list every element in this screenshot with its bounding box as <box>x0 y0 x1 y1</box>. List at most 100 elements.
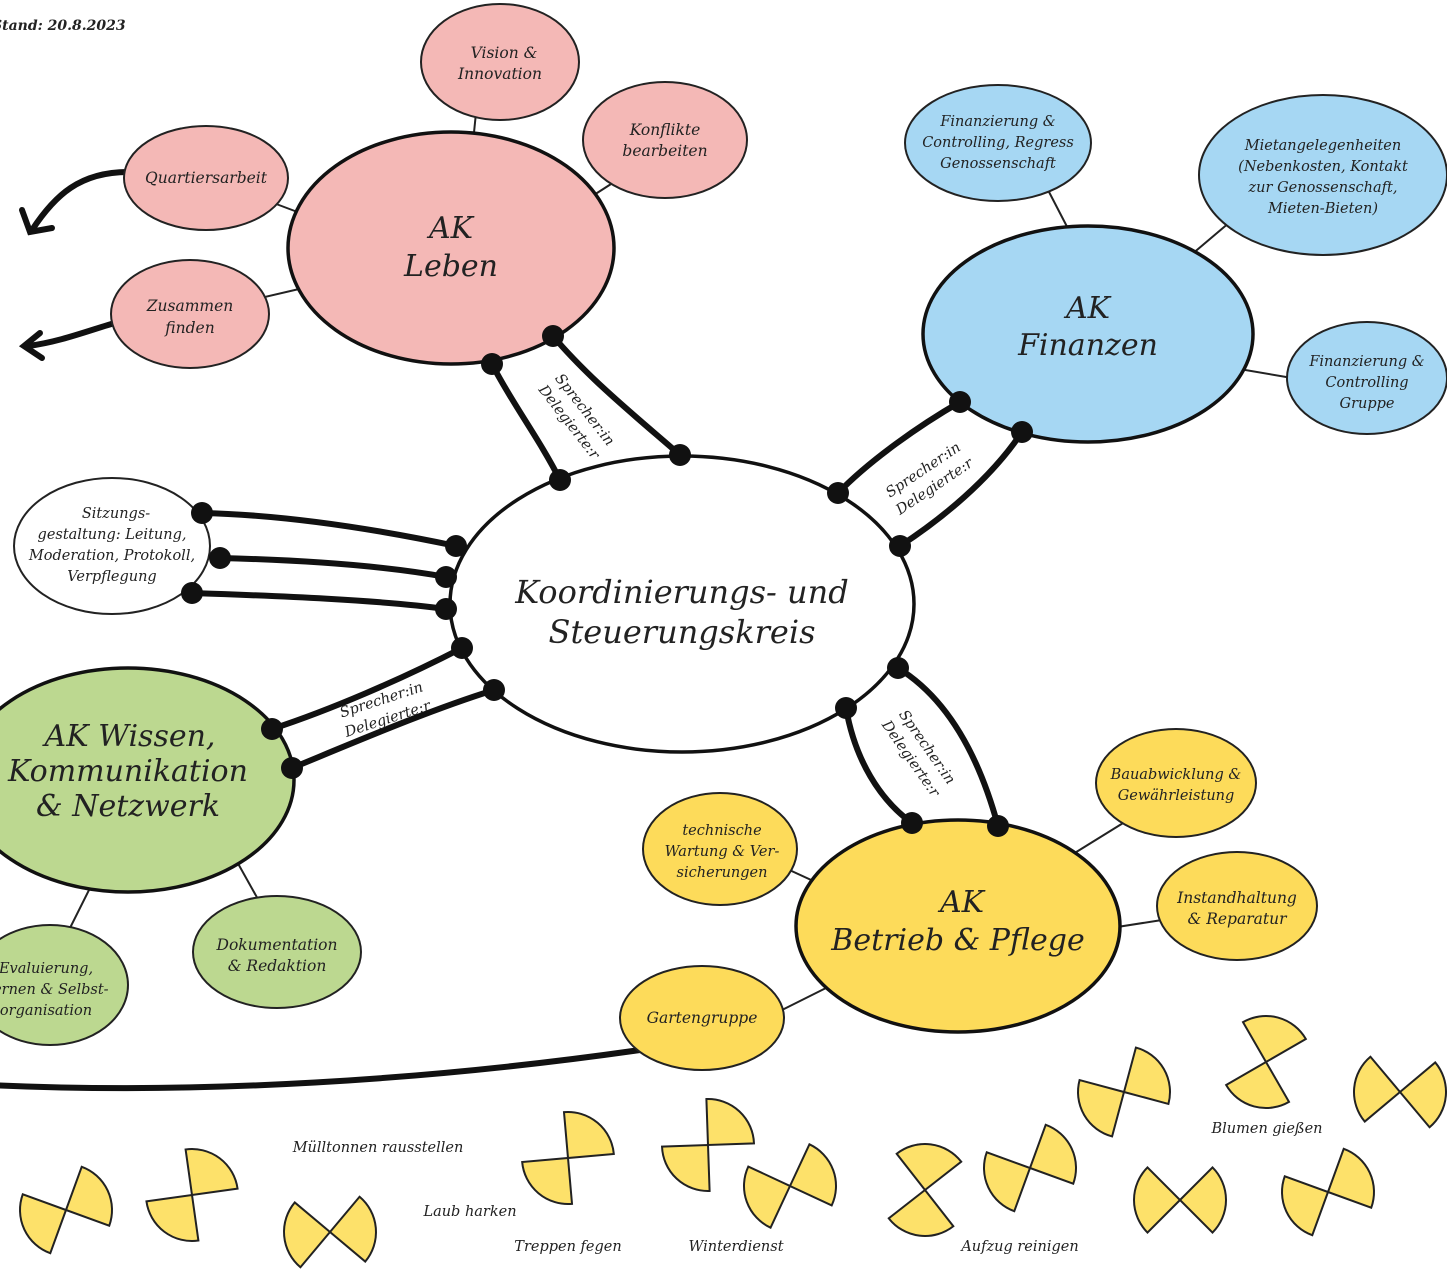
bowtie-9 <box>1066 1034 1182 1150</box>
ak-betrieb: AK Betrieb & Pflege technische Wartung &… <box>619 728 1318 1071</box>
sub-konflikte-line1: Konflikte <box>629 121 701 139</box>
sub-dokumentation <box>192 895 362 1009</box>
ak-wissen-title1: AK Wissen, <box>42 719 216 754</box>
task-laub: Laub harken <box>422 1204 516 1220</box>
bowtie-3 <box>264 1166 396 1273</box>
task-treppen: Treppen fegen <box>514 1239 621 1255</box>
garden-curve-line <box>0 1047 643 1092</box>
sub-technische-wartung <box>642 792 798 906</box>
sub-miet-line1: Mietangelegenheiten <box>1244 138 1401 154</box>
sub-tech-line2: Wartung & Ver- <box>665 844 780 860</box>
zusammen-arrow-head-icon <box>18 330 45 361</box>
ak-wissen-title3: & Netzwerk <box>36 789 220 824</box>
sub-zusammen-line2: finden <box>164 319 214 337</box>
sitzung-line2: gestaltung: Leitung, <box>38 527 187 543</box>
sub-bau-line1: Bauabwicklung & <box>1110 767 1242 783</box>
connector-wissen <box>269 645 497 771</box>
sitzung-line4: Verpflegung <box>67 569 156 585</box>
sub-zusammen-line1: Zusammen <box>146 297 234 315</box>
quartier-arrow-head-icon <box>19 207 55 236</box>
ak-betrieb-title1: AK <box>937 885 986 920</box>
zusammen-arrow-line <box>25 319 121 349</box>
sub-vision-innovation <box>420 3 580 121</box>
sub-vision-line1: Vision & <box>471 44 538 62</box>
joint-dots <box>181 325 1033 837</box>
bowtie-1 <box>6 1150 126 1270</box>
sub-bau-line2: Gewährleistung <box>1118 788 1235 804</box>
sub-instandhaltung <box>1156 851 1318 961</box>
ak-leben-circle <box>286 130 616 366</box>
sub-eval-line1: Evaluierung, <box>0 961 93 977</box>
sub-miet-line4: Mieten-Bieten) <box>1267 201 1378 217</box>
sub-fin-grp-line1: Finanzierung & <box>1308 354 1424 370</box>
task-winterdienst: Winterdienst <box>688 1239 783 1255</box>
sub-fin-grp-line3: Gruppe <box>1340 396 1395 412</box>
task-aufzug: Aufzug reinigen <box>959 1239 1078 1255</box>
ak-finanzen-circle <box>921 224 1255 444</box>
center-title-line2: Steuerungskreis <box>549 613 816 651</box>
sub-quartiersarbeit <box>123 125 289 231</box>
bowtie-11 <box>1334 1026 1447 1158</box>
bowtie-4 <box>517 1107 619 1209</box>
bowtie-12 <box>1113 1133 1247 1267</box>
sub-fin-gen-line1: Finanzierung & <box>939 114 1055 130</box>
sub-fin-grp-line2: Controlling <box>1325 375 1408 391</box>
sub-fin-gen-line2: Controlling, Regress <box>922 135 1074 151</box>
sub-eval-line2: Lernen & Selbst- <box>0 982 109 998</box>
ak-finanzen-title2: Finanzen <box>1017 328 1158 363</box>
ak-leben-title1: AK <box>426 211 475 246</box>
connector-label-betrieb: Sprecher:in Delegierte:r <box>877 707 957 800</box>
sub-doku-line2: & Redaktion <box>228 957 327 975</box>
center-title-line1: Koordinierungs- und <box>514 573 848 611</box>
connector-leben <box>489 333 683 483</box>
sub-miet-line3: zur Genossenschaft, <box>1248 180 1398 196</box>
sub-tech-line1: technische <box>682 823 761 839</box>
bowtie-7 <box>859 1124 991 1256</box>
bowtie-5 <box>659 1096 757 1194</box>
bowtie-10 <box>1202 998 1330 1126</box>
bowtie-8 <box>970 1108 1090 1228</box>
sub-vision-line2: Innovation <box>457 65 542 83</box>
ak-finanzen-title1: AK <box>1063 291 1112 326</box>
quartier-arrow-line <box>29 169 131 233</box>
bowtie-2 <box>139 1142 245 1248</box>
sub-konflikte-line2: bearbeiten <box>622 142 707 160</box>
connector-betrieb <box>843 665 1001 829</box>
stand-label: Stand: 20.8.2023 <box>0 18 126 34</box>
ak-leben-title2: Leben <box>403 249 498 284</box>
sub-finanzierung-genossenschaft <box>904 84 1092 202</box>
sub-evaluierung <box>0 924 129 1046</box>
sub-fin-gen-line3: Genossenschaft <box>940 156 1056 172</box>
sub-doku-line1: Dokumentation <box>216 936 338 954</box>
ak-betrieb-circle <box>794 818 1122 1034</box>
ak-wissen: AK Wissen, Kommunikation & Netzwerk Eval… <box>0 666 362 1046</box>
sub-eval-line3: organisation <box>0 1003 92 1019</box>
sub-tech-line3: sicherungen <box>677 865 768 881</box>
task-muelltonnen: Mülltonnen rausstellen <box>292 1140 464 1156</box>
sub-konflikte <box>582 81 748 199</box>
ak-finanzen: AK Finanzen Finanzierung & Controlling, … <box>904 84 1447 444</box>
sub-bauabwicklung <box>1095 728 1257 838</box>
sub-garten-line1: Gartengruppe <box>647 1009 758 1027</box>
bowtie-13 <box>1268 1132 1388 1252</box>
ak-wissen-title2: Kommunikation <box>7 754 248 789</box>
sub-instand-line2: & Reparatur <box>1187 910 1288 928</box>
sitzung-line1: Sitzungs- <box>82 506 150 522</box>
sitzungsgestaltung-node: Sitzungs- gestaltung: Leitung, Moderatio… <box>13 477 211 615</box>
ak-leben: AK Leben Vision & Innovation Konflikte b… <box>110 3 748 369</box>
connector-label-leben: Sprecher:in Delegierte:r <box>534 371 617 463</box>
sub-zusammen-finden <box>110 259 270 369</box>
connector-finanzen <box>835 399 1025 549</box>
sitzung-line3: Moderation, Protokoll, <box>28 548 195 564</box>
ak-betrieb-title2: Betrieb & Pflege <box>830 923 1084 958</box>
sub-mietangelegenheiten <box>1198 94 1447 256</box>
connector-sitzung <box>189 510 459 612</box>
sub-finanzierung-gruppe <box>1286 321 1447 435</box>
ak-wissen-circle <box>0 666 296 894</box>
sub-instand-line1: Instandhaltung <box>1176 889 1297 907</box>
sub-quartier-line1: Quartiersarbeit <box>145 169 268 187</box>
sub-gartengruppe <box>619 965 785 1071</box>
connector-label-finanzen: Sprecher:in Delegierte:r <box>883 440 977 520</box>
task-blumen: Blumen gießen <box>1210 1121 1322 1137</box>
